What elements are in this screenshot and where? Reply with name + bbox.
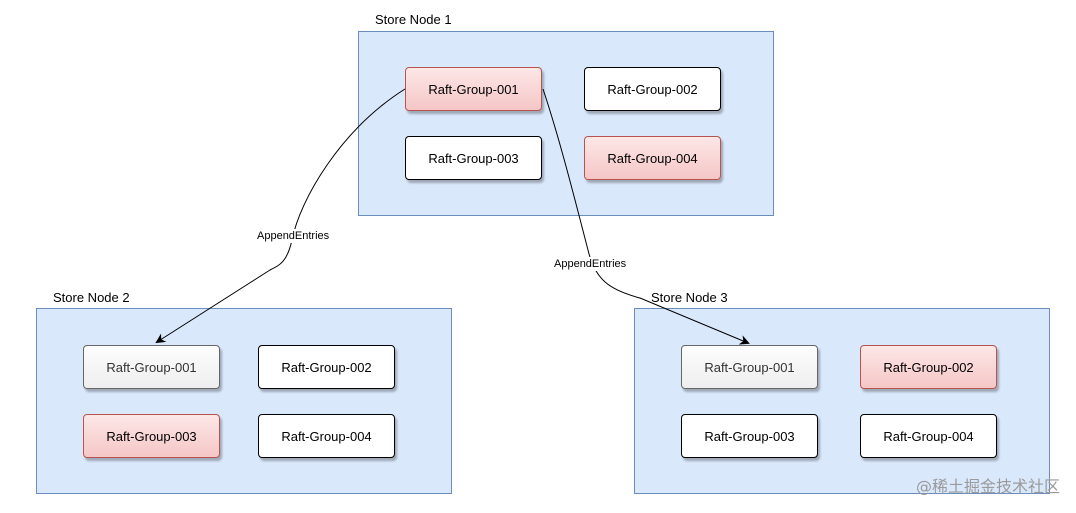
node2-raft-group-004: Raft-Group-004 — [258, 414, 395, 458]
node3-raft-group-004: Raft-Group-004 — [860, 414, 997, 458]
edge-label-to-node3: AppendEntries — [553, 257, 628, 271]
store-node-1-label: Store Node 1 — [375, 12, 452, 27]
store-node-3-label: Store Node 3 — [651, 290, 728, 305]
node1-raft-group-004: Raft-Group-004 — [584, 136, 721, 180]
edge-label-to-node2: AppendEntries — [256, 229, 331, 243]
node3-raft-group-002: Raft-Group-002 — [860, 345, 997, 389]
node2-raft-group-001: Raft-Group-001 — [83, 345, 220, 389]
watermark: @稀土掘金技术社区 — [915, 477, 1060, 496]
append-entries-edge-to-node3 — [542, 88, 750, 345]
node1-raft-group-003: Raft-Group-003 — [405, 136, 542, 180]
node2-raft-group-003: Raft-Group-003 — [83, 414, 220, 458]
node1-raft-group-001: Raft-Group-001 — [405, 67, 542, 111]
node2-raft-group-002: Raft-Group-002 — [258, 345, 395, 389]
node1-raft-group-002: Raft-Group-002 — [584, 67, 721, 111]
store-node-2-label: Store Node 2 — [53, 290, 130, 305]
node3-raft-group-003: Raft-Group-003 — [681, 414, 818, 458]
store-node-3 — [634, 308, 1050, 494]
append-entries-edge-to-node2 — [155, 88, 406, 344]
node3-raft-group-001: Raft-Group-001 — [681, 345, 818, 389]
store-node-1 — [358, 31, 774, 216]
store-node-2 — [36, 308, 452, 494]
